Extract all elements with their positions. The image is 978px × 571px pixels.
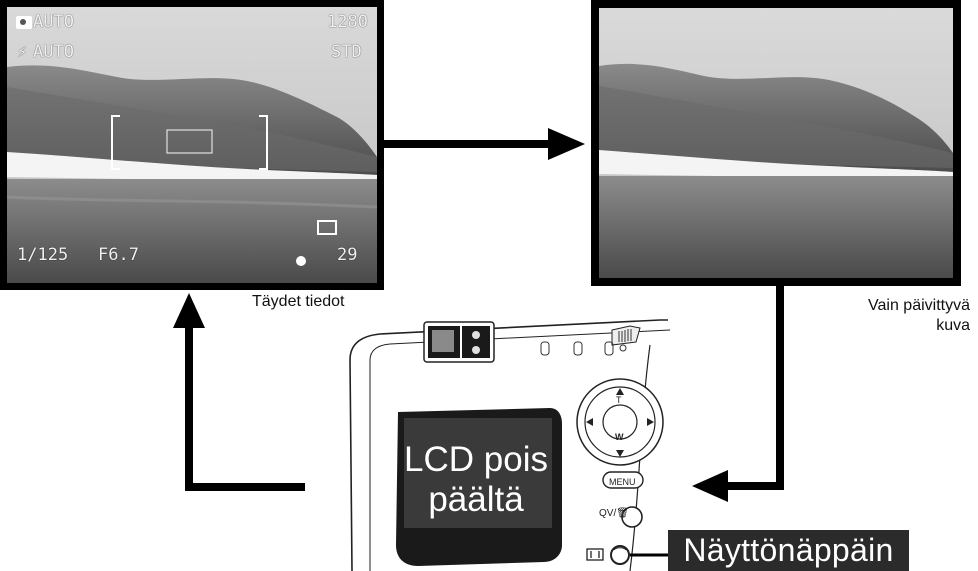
image-only-caption-line1: Vain päivittyvä <box>868 297 970 314</box>
image-only-screen <box>591 0 961 286</box>
arrow-right-down-shaft <box>776 286 784 490</box>
image-quality: STD <box>331 42 362 62</box>
arrow-left-to-right-head <box>548 128 585 160</box>
landscape-photo-left <box>7 7 377 283</box>
menu-button <box>602 471 644 489</box>
exposure-mode: AUTO <box>33 12 74 32</box>
landscape-photo-right <box>599 8 953 278</box>
arrow-right-left-head <box>692 470 728 502</box>
lcd-off-text: LCD pois päältä <box>402 440 550 520</box>
display-button-label: Näyttönäppäin <box>668 530 909 571</box>
image-only-caption-line2: kuva <box>936 317 970 334</box>
shutter-speed: 1/125 <box>17 245 69 265</box>
zoom-wide-label: W <box>615 432 624 442</box>
focus-frame <box>111 115 337 266</box>
camera-back <box>349 319 671 571</box>
lcd-off-line1: LCD pois <box>404 440 548 479</box>
quick-view-delete-button <box>621 506 643 528</box>
flash-icon: ⚡ <box>17 42 28 62</box>
arrow-up-shaft <box>185 322 193 491</box>
zoom-tele-label: T <box>616 395 622 405</box>
flash-mode: AUTO <box>33 42 74 62</box>
lcd-off-line2: päältä <box>428 480 524 519</box>
full-info-caption: Täydet tiedot <box>252 293 345 310</box>
full-info-screen: AUTO ⚡ AUTO 1280 STD 1/125 F6.7 29 <box>0 0 384 290</box>
arrow-up-head <box>173 293 205 328</box>
display-button <box>610 545 630 565</box>
image-only-caption: Vain päivittyvä kuva <box>790 296 970 336</box>
image-size: 1280 <box>327 12 368 32</box>
arrow-left-to-right-shaft <box>384 140 554 148</box>
arrow-right-left-shaft <box>722 482 784 490</box>
qv-delete-label: QV/🗑 <box>599 508 629 519</box>
frame-counter: 29 <box>337 245 358 265</box>
menu-button-label[interactable]: MENU <box>609 477 636 487</box>
aperture-value: F6.7 <box>98 245 139 265</box>
arrow-bottom-shaft <box>185 483 305 491</box>
camera-icon <box>16 16 32 29</box>
